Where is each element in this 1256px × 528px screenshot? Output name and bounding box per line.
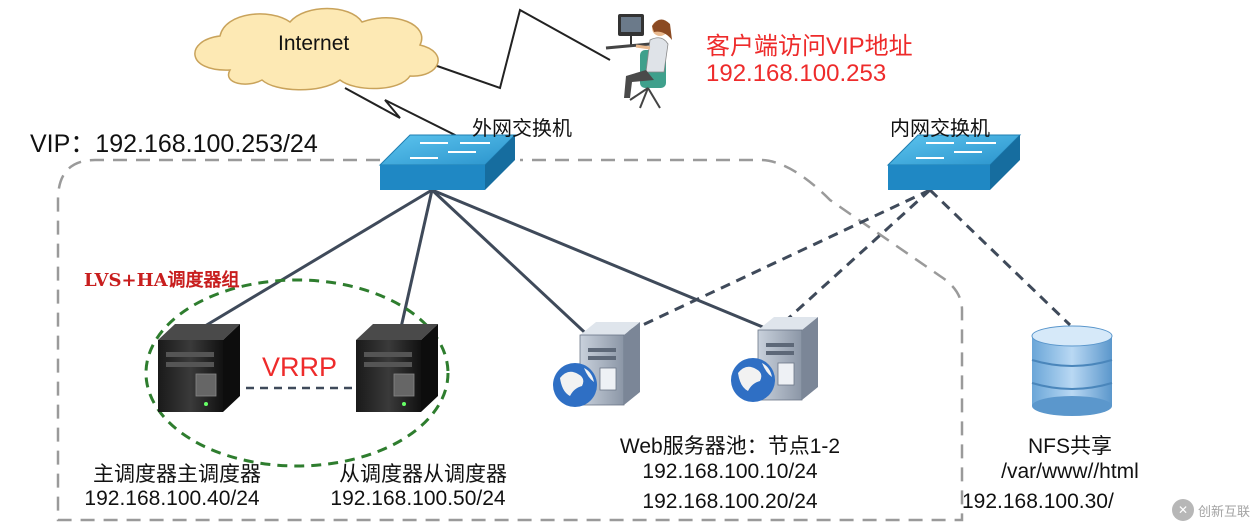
client-ip: 192.168.100.253	[706, 60, 887, 87]
watermark: ✕ 创新互联	[1171, 496, 1250, 524]
web-pool-ip-2: 192.168.100.20/24	[642, 490, 818, 513]
web-pool-ip-1: 192.168.100.10/24	[642, 460, 818, 483]
web-pool-name: Web服务器池：节点1-2	[619, 435, 841, 458]
cluster-boundary	[56, 158, 964, 522]
master-name: 主调度器主调度器	[93, 463, 261, 486]
vip-label: VIP：192.168.100.253/24	[30, 130, 318, 158]
external-switch-icon	[378, 134, 517, 190]
nfs-path: /var/www//html	[1001, 460, 1139, 483]
master-server-icon	[158, 324, 240, 412]
internal-switch-label: 内网交换机	[890, 118, 990, 140]
internal-switch-icon	[886, 134, 1022, 190]
watermark-text: 创新互联	[1197, 504, 1250, 520]
nfs-database-icon	[1031, 325, 1113, 416]
master-ip: 192.168.100.40/24	[84, 487, 260, 510]
external-switch-links	[194, 188, 771, 344]
web-server-1-icon	[553, 322, 640, 407]
backup-server-icon	[356, 324, 438, 412]
backup-ip: 192.168.100.50/24	[330, 487, 506, 510]
lvs-group-outline	[144, 278, 450, 468]
vrrp-label: VRRP	[262, 352, 338, 382]
external-switch-label: 外网交换机	[472, 118, 572, 140]
internet-label: Internet	[278, 32, 350, 55]
internet-cloud-icon	[194, 7, 439, 91]
nfs-ip: 192.168.100.30/	[962, 490, 1114, 513]
client-caption: 客户端访问VIP地址	[706, 33, 913, 60]
client-user-icon	[605, 14, 672, 109]
wan-link-switch	[344, 87, 466, 141]
internal-switch-links	[599, 188, 1072, 347]
wan-link-client	[419, 8, 611, 90]
lvs-group-label: LVS+HA调度器组	[84, 270, 240, 291]
nfs-name: NFS共享	[1028, 435, 1112, 458]
logo-icon: ✕	[1171, 499, 1194, 521]
backup-name: 从调度器从调度器	[339, 463, 507, 486]
web-server-2-icon	[731, 317, 818, 402]
